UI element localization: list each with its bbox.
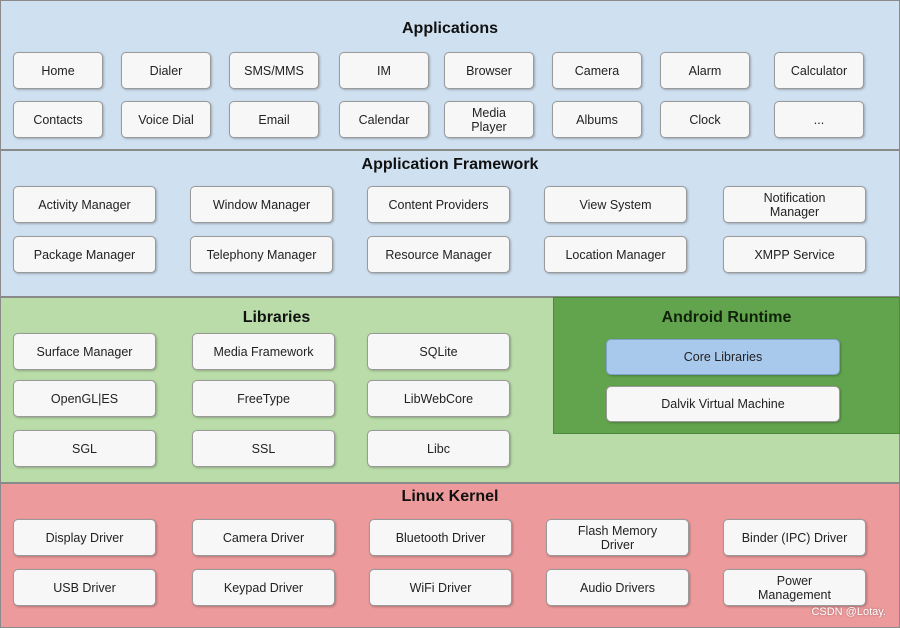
lib-surface-manager: Surface Manager <box>13 333 156 370</box>
fw-view-system: View System <box>544 186 687 223</box>
fw-activity-manager: Activity Manager <box>13 186 156 223</box>
fw-resource-manager: Resource Manager <box>367 236 510 273</box>
app-contacts: Contacts <box>13 101 103 138</box>
kernel-flash-memory-driver: Flash Memory Driver <box>546 519 689 556</box>
app-alarm: Alarm <box>660 52 750 89</box>
app-browser: Browser <box>444 52 534 89</box>
framework-title: Application Framework <box>361 156 539 173</box>
fw-notification-manager: Notification Manager <box>723 186 866 223</box>
applications-layer: Applications Home Dialer SMS/MMS IM Brow… <box>0 0 900 150</box>
fw-package-manager: Package Manager <box>13 236 156 273</box>
lib-media-framework: Media Framework <box>192 333 335 370</box>
app-camera: Camera <box>552 52 642 89</box>
kernel-binder-ipc-driver: Binder (IPC) Driver <box>723 519 866 556</box>
kernel-camera-driver: Camera Driver <box>192 519 335 556</box>
fw-location-manager: Location Manager <box>544 236 687 273</box>
app-albums: Albums <box>552 101 642 138</box>
lib-libwebcore: LibWebCore <box>367 380 510 417</box>
fw-telephony-manager: Telephony Manager <box>190 236 333 273</box>
application-framework-layer: Application Framework Activity Manager W… <box>0 150 900 297</box>
app-voice-dial: Voice Dial <box>121 101 211 138</box>
app-media-player: Media Player <box>444 101 534 138</box>
app-email: Email <box>229 101 319 138</box>
runtime-title: Android Runtime <box>661 309 792 326</box>
android-runtime-layer: Android Runtime Core Libraries Dalvik Vi… <box>553 297 900 434</box>
lib-libc: Libc <box>367 430 510 467</box>
lib-sqlite: SQLite <box>367 333 510 370</box>
kernel-audio-drivers: Audio Drivers <box>546 569 689 606</box>
app-calendar: Calendar <box>339 101 429 138</box>
kernel-usb-driver: USB Driver <box>13 569 156 606</box>
app-calculator: Calculator <box>774 52 864 89</box>
fw-xmpp-service: XMPP Service <box>723 236 866 273</box>
lib-ssl: SSL <box>192 430 335 467</box>
app-home: Home <box>13 52 103 89</box>
watermark: CSDN @Lotay. <box>811 606 886 618</box>
lib-opengl-es: OpenGL|ES <box>13 380 156 417</box>
kernel-wifi-driver: WiFi Driver <box>369 569 512 606</box>
lib-freetype: FreeType <box>192 380 335 417</box>
kernel-title: Linux Kernel <box>401 488 499 505</box>
lib-sgl: SGL <box>13 430 156 467</box>
kernel-keypad-driver: Keypad Driver <box>192 569 335 606</box>
app-more: ... <box>774 101 864 138</box>
applications-title: Applications <box>401 20 498 37</box>
kernel-bluetooth-driver: Bluetooth Driver <box>369 519 512 556</box>
app-im: IM <box>339 52 429 89</box>
runtime-dalvik-vm: Dalvik Virtual Machine <box>606 386 840 422</box>
app-dialer: Dialer <box>121 52 211 89</box>
libraries-title: Libraries <box>242 309 311 326</box>
kernel-power-management: Power Management <box>723 569 866 606</box>
runtime-core-libraries: Core Libraries <box>606 339 840 375</box>
linux-kernel-layer: Linux Kernel Display Driver Camera Drive… <box>0 483 900 628</box>
kernel-display-driver: Display Driver <box>13 519 156 556</box>
app-clock: Clock <box>660 101 750 138</box>
fw-window-manager: Window Manager <box>190 186 333 223</box>
app-sms-mms: SMS/MMS <box>229 52 319 89</box>
fw-content-providers: Content Providers <box>367 186 510 223</box>
